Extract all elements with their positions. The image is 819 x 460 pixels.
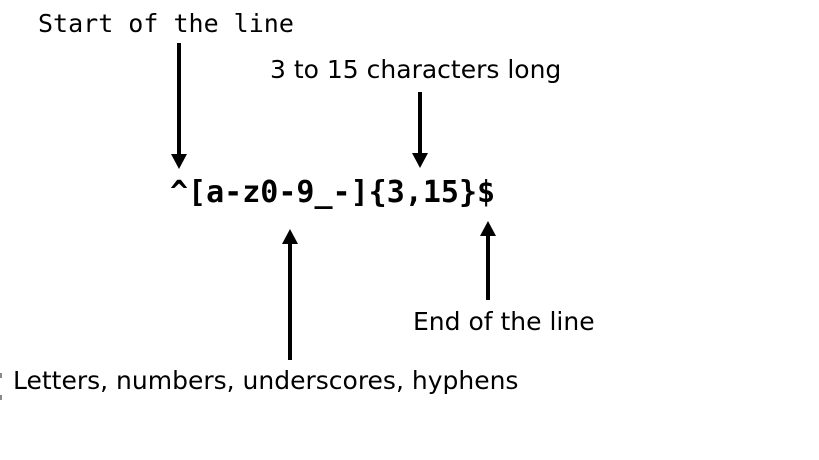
arrow-up-icon xyxy=(282,229,298,360)
regex-pattern: ^[a-z0-9_-]{3,15}$ xyxy=(170,175,496,210)
arrow-shaft xyxy=(177,43,181,160)
arrow-shaft xyxy=(418,92,422,159)
arrow-head xyxy=(171,154,187,169)
arrow-shaft xyxy=(288,238,292,360)
arrow-head xyxy=(412,153,428,168)
left-edge-artifact xyxy=(0,373,2,378)
arrow-down-icon xyxy=(171,43,187,169)
arrow-up-icon xyxy=(480,221,496,300)
char-class-label: Letters, numbers, underscores, hyphens xyxy=(13,366,519,395)
arrow-shaft xyxy=(486,230,490,300)
arrow-head xyxy=(282,229,298,244)
start-of-line-label: Start of the line xyxy=(38,9,294,38)
end-of-line-label: End of the line xyxy=(413,307,595,336)
left-edge-artifact xyxy=(0,395,2,400)
arrow-head xyxy=(480,221,496,236)
length-label: 3 to 15 characters long xyxy=(270,55,562,84)
arrow-down-icon xyxy=(412,92,428,168)
